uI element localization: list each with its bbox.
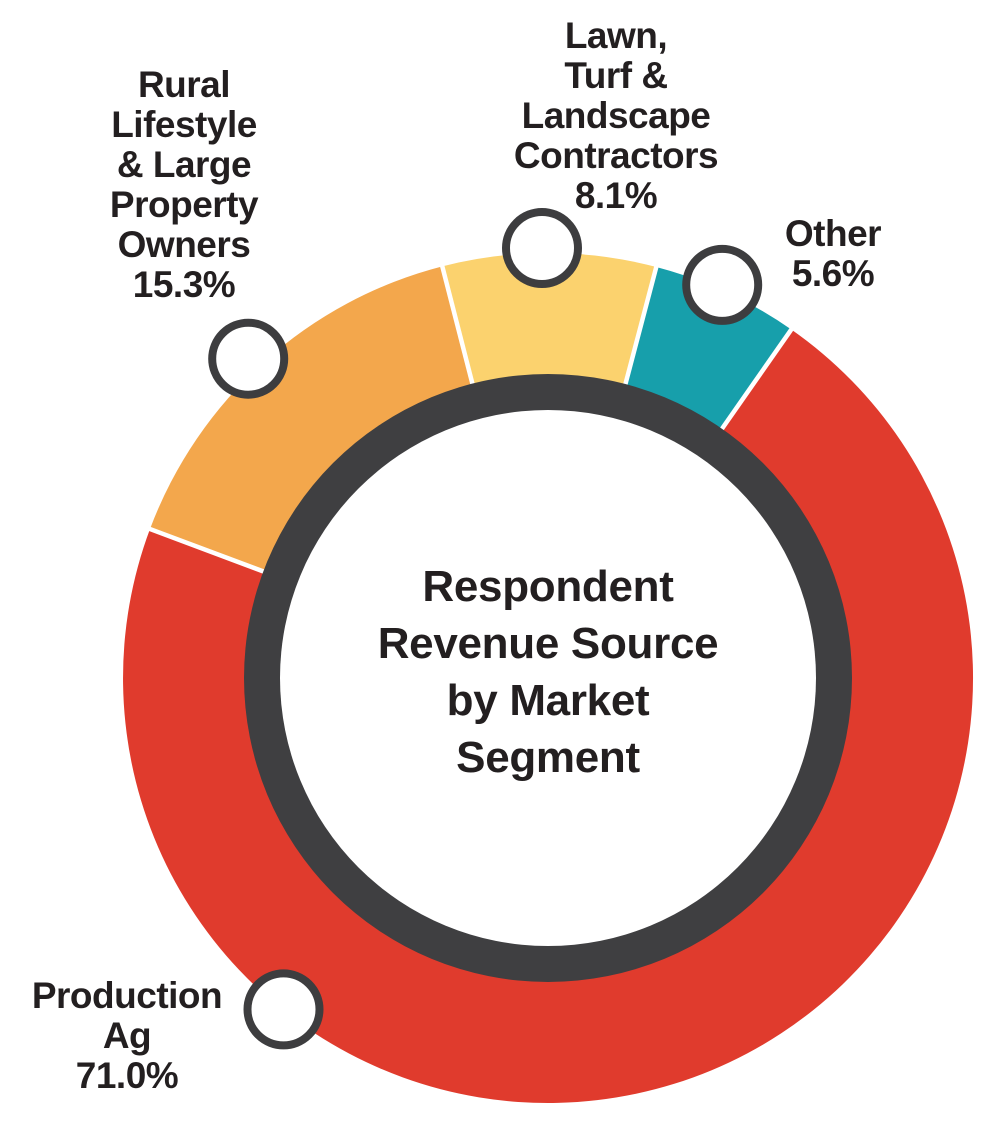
segment-label-production-ag: Production Ag 71.0% xyxy=(0,976,254,1096)
segment-marker-lawn-turf-landscape xyxy=(502,208,582,288)
label-line: Property xyxy=(109,184,259,225)
label-line: Contractors xyxy=(513,135,719,176)
label-line: Lifestyle xyxy=(111,104,257,145)
label-percent: 8.1% xyxy=(574,175,658,216)
segment-label-other: Other 5.6% xyxy=(733,214,933,294)
label-line: Owners xyxy=(117,224,251,265)
label-line: Lawn, xyxy=(564,15,668,56)
label-line: Turf & xyxy=(564,55,668,96)
segment-label-lawn-turf-landscape: Lawn, Turf & Landscape Contractors 8.1% xyxy=(456,16,776,216)
label-line: Rural xyxy=(137,64,231,105)
label-line: Ag xyxy=(102,1015,152,1056)
segment-marker-other xyxy=(682,244,763,325)
label-line: Other xyxy=(784,213,882,254)
chart-title-line: by Market xyxy=(446,676,650,725)
chart-title-line: Respondent xyxy=(422,562,674,611)
segment-label-rural-lifestyle: Rural Lifestyle & Large Property Owners … xyxy=(34,65,334,305)
label-percent: 5.6% xyxy=(791,253,875,294)
segment-marker-production-ag xyxy=(243,969,324,1050)
segment-marker-rural-lifestyle xyxy=(208,318,289,399)
chart-title-line: Segment xyxy=(456,733,640,782)
label-percent: 15.3% xyxy=(132,264,236,305)
label-line: Landscape xyxy=(521,95,711,136)
label-line: Production xyxy=(31,975,223,1016)
chart-title-line: Revenue Source xyxy=(377,619,719,668)
center-white-circle xyxy=(280,410,816,946)
label-percent: 71.0% xyxy=(75,1055,179,1096)
label-line: & Large xyxy=(116,144,252,185)
chart-title: Respondent Revenue Source by Market Segm… xyxy=(293,558,803,786)
